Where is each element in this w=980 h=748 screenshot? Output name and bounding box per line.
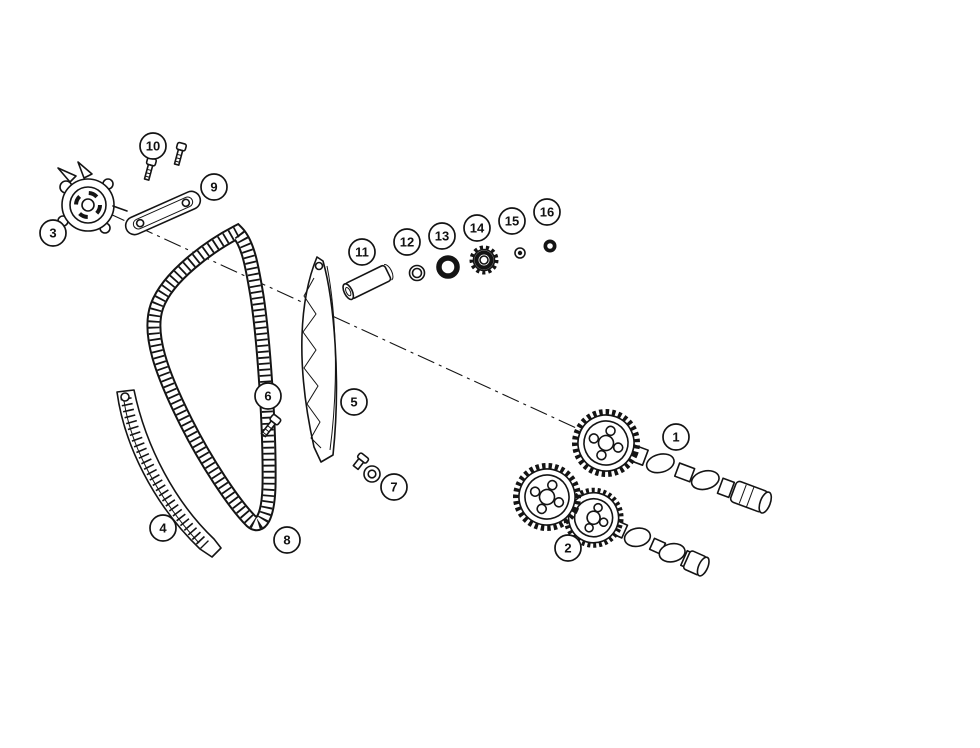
callout-11[interactable]: 11 [348, 238, 376, 266]
callout-16[interactable]: 16 [533, 198, 561, 226]
callout-9[interactable]: 9 [200, 173, 228, 201]
callout-10[interactable]: 10 [139, 132, 167, 160]
part-6-bolt [260, 413, 282, 438]
part-11-dowel-sleeve [342, 264, 394, 301]
part-3-cam-advancer [57, 161, 128, 234]
part-10-bolts [143, 141, 188, 181]
callout-4[interactable]: 4 [149, 514, 177, 542]
callout-2[interactable]: 2 [554, 534, 582, 562]
part-7-washer-bolt [352, 452, 381, 483]
svg-text:4: 4 [159, 521, 167, 536]
part-9-chain-guide-top [124, 190, 202, 236]
part-14-flanged-nut [469, 245, 499, 275]
svg-text:1: 1 [672, 430, 679, 445]
callout-3[interactable]: 3 [39, 219, 67, 247]
callout-5[interactable]: 5 [340, 388, 368, 416]
svg-text:15: 15 [505, 214, 519, 229]
part-1-camshaft-exhaust [572, 409, 773, 514]
part-12-oring [408, 264, 426, 282]
part-8-timing-chain [146, 222, 277, 532]
callout-14[interactable]: 14 [463, 214, 491, 242]
part-5-chain-guide-front [301, 256, 338, 463]
svg-text:2: 2 [564, 541, 571, 556]
svg-text:12: 12 [400, 235, 414, 250]
callout-6[interactable]: 6 [254, 382, 282, 410]
svg-text:9: 9 [210, 180, 217, 195]
svg-text:6: 6 [264, 389, 271, 404]
callout-7[interactable]: 7 [380, 473, 408, 501]
part-15-washer [514, 247, 526, 259]
callout-12[interactable]: 12 [393, 228, 421, 256]
callout-8[interactable]: 8 [273, 526, 301, 554]
svg-text:14: 14 [470, 221, 485, 236]
svg-text:16: 16 [540, 205, 554, 220]
svg-text:13: 13 [435, 229, 449, 244]
assembly-centerline [107, 212, 599, 439]
svg-text:11: 11 [355, 245, 369, 260]
part-16-nut [543, 239, 557, 253]
part-13-oring [436, 255, 460, 279]
svg-text:5: 5 [350, 395, 357, 410]
svg-text:8: 8 [283, 533, 290, 548]
svg-text:10: 10 [146, 139, 160, 154]
part-2-camshaft-intake [513, 463, 710, 577]
part-4-chain-guide-rear [116, 389, 222, 558]
callout-15[interactable]: 15 [498, 207, 526, 235]
callout-1[interactable]: 1 [662, 423, 690, 451]
svg-text:7: 7 [390, 480, 397, 495]
callout-13[interactable]: 13 [428, 222, 456, 250]
svg-text:3: 3 [49, 226, 56, 241]
